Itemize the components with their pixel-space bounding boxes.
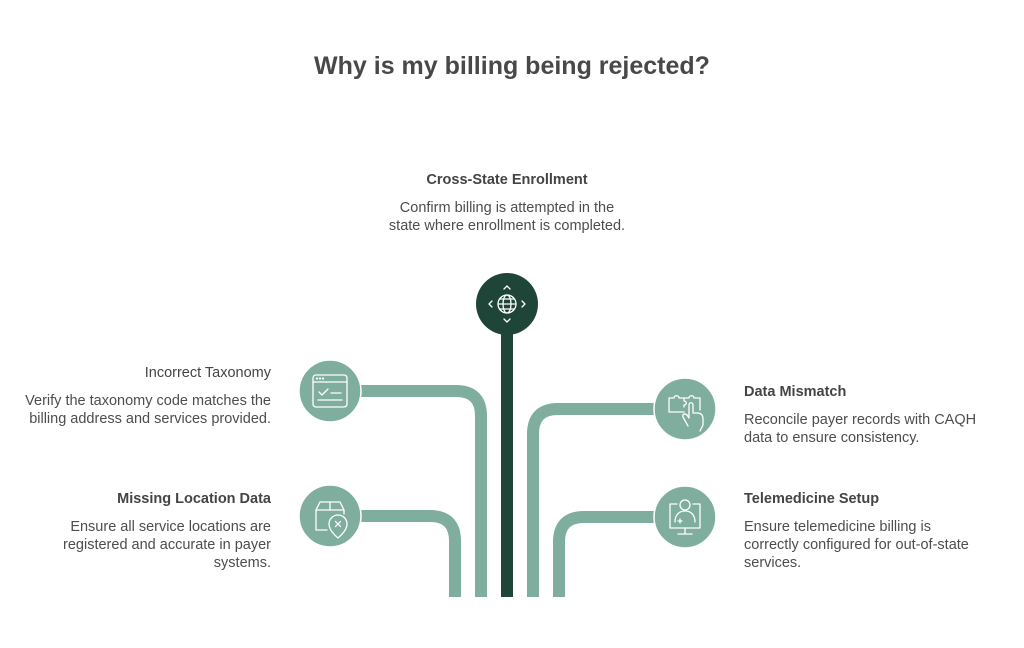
cross-state-node: [476, 273, 538, 335]
missing-location-data-description: Ensure all service locations are registe…: [63, 519, 271, 571]
data-mismatch-heading: Data Mismatch: [744, 384, 847, 400]
incorrect-taxonomy-node: [298, 359, 362, 423]
missing-location-data-text: Missing Location Data Ensure all service…: [20, 490, 271, 572]
telemedicine-setup-text: Telemedicine Setup Ensure telemedicine b…: [744, 490, 979, 572]
box-location-error-icon: [315, 501, 348, 539]
data-mismatch-node: [653, 377, 717, 441]
pipe-missing-location: [355, 510, 461, 597]
pipe-cross-state: [501, 330, 513, 597]
puzzle-hand-icon: [668, 395, 704, 432]
globe-navigation-icon: [488, 285, 526, 323]
telemedicine-node: [653, 485, 717, 549]
pipe-data-mismatch: [527, 403, 660, 597]
missing-location-node: [298, 484, 362, 548]
cross-state-enrollment-description: Confirm billing is attempted in the stat…: [388, 200, 626, 234]
telemedicine-setup-heading: Telemedicine Setup: [744, 491, 880, 507]
connector-pipes: [355, 385, 660, 597]
pipe-telemedicine: [553, 511, 660, 597]
browser-checklist-icon: [312, 374, 348, 408]
cross-state-enrollment-text: Cross-State Enrollment Confirm billing i…: [372, 171, 642, 235]
pipe-incorrect-taxonomy: [355, 385, 487, 597]
missing-location-data-heading: Missing Location Data: [117, 491, 271, 507]
telemedicine-setup-description: Ensure telemedicine billing is correctly…: [744, 519, 969, 571]
incorrect-taxonomy-description: Verify the taxonomy code matches the bil…: [25, 393, 271, 427]
incorrect-taxonomy-text: Incorrect Taxonomy Verify the taxonomy c…: [20, 364, 271, 428]
page-title: Why is my billing being rejected?: [314, 52, 710, 80]
incorrect-taxonomy-heading: Incorrect Taxonomy: [144, 365, 271, 381]
telemedicine-monitor-icon: [669, 499, 701, 535]
data-mismatch-text: Data Mismatch Reconcile payer records wi…: [744, 383, 1004, 447]
data-mismatch-description: Reconcile payer records with CAQH data t…: [744, 412, 977, 446]
cross-state-enrollment-heading: Cross-State Enrollment: [426, 172, 588, 188]
